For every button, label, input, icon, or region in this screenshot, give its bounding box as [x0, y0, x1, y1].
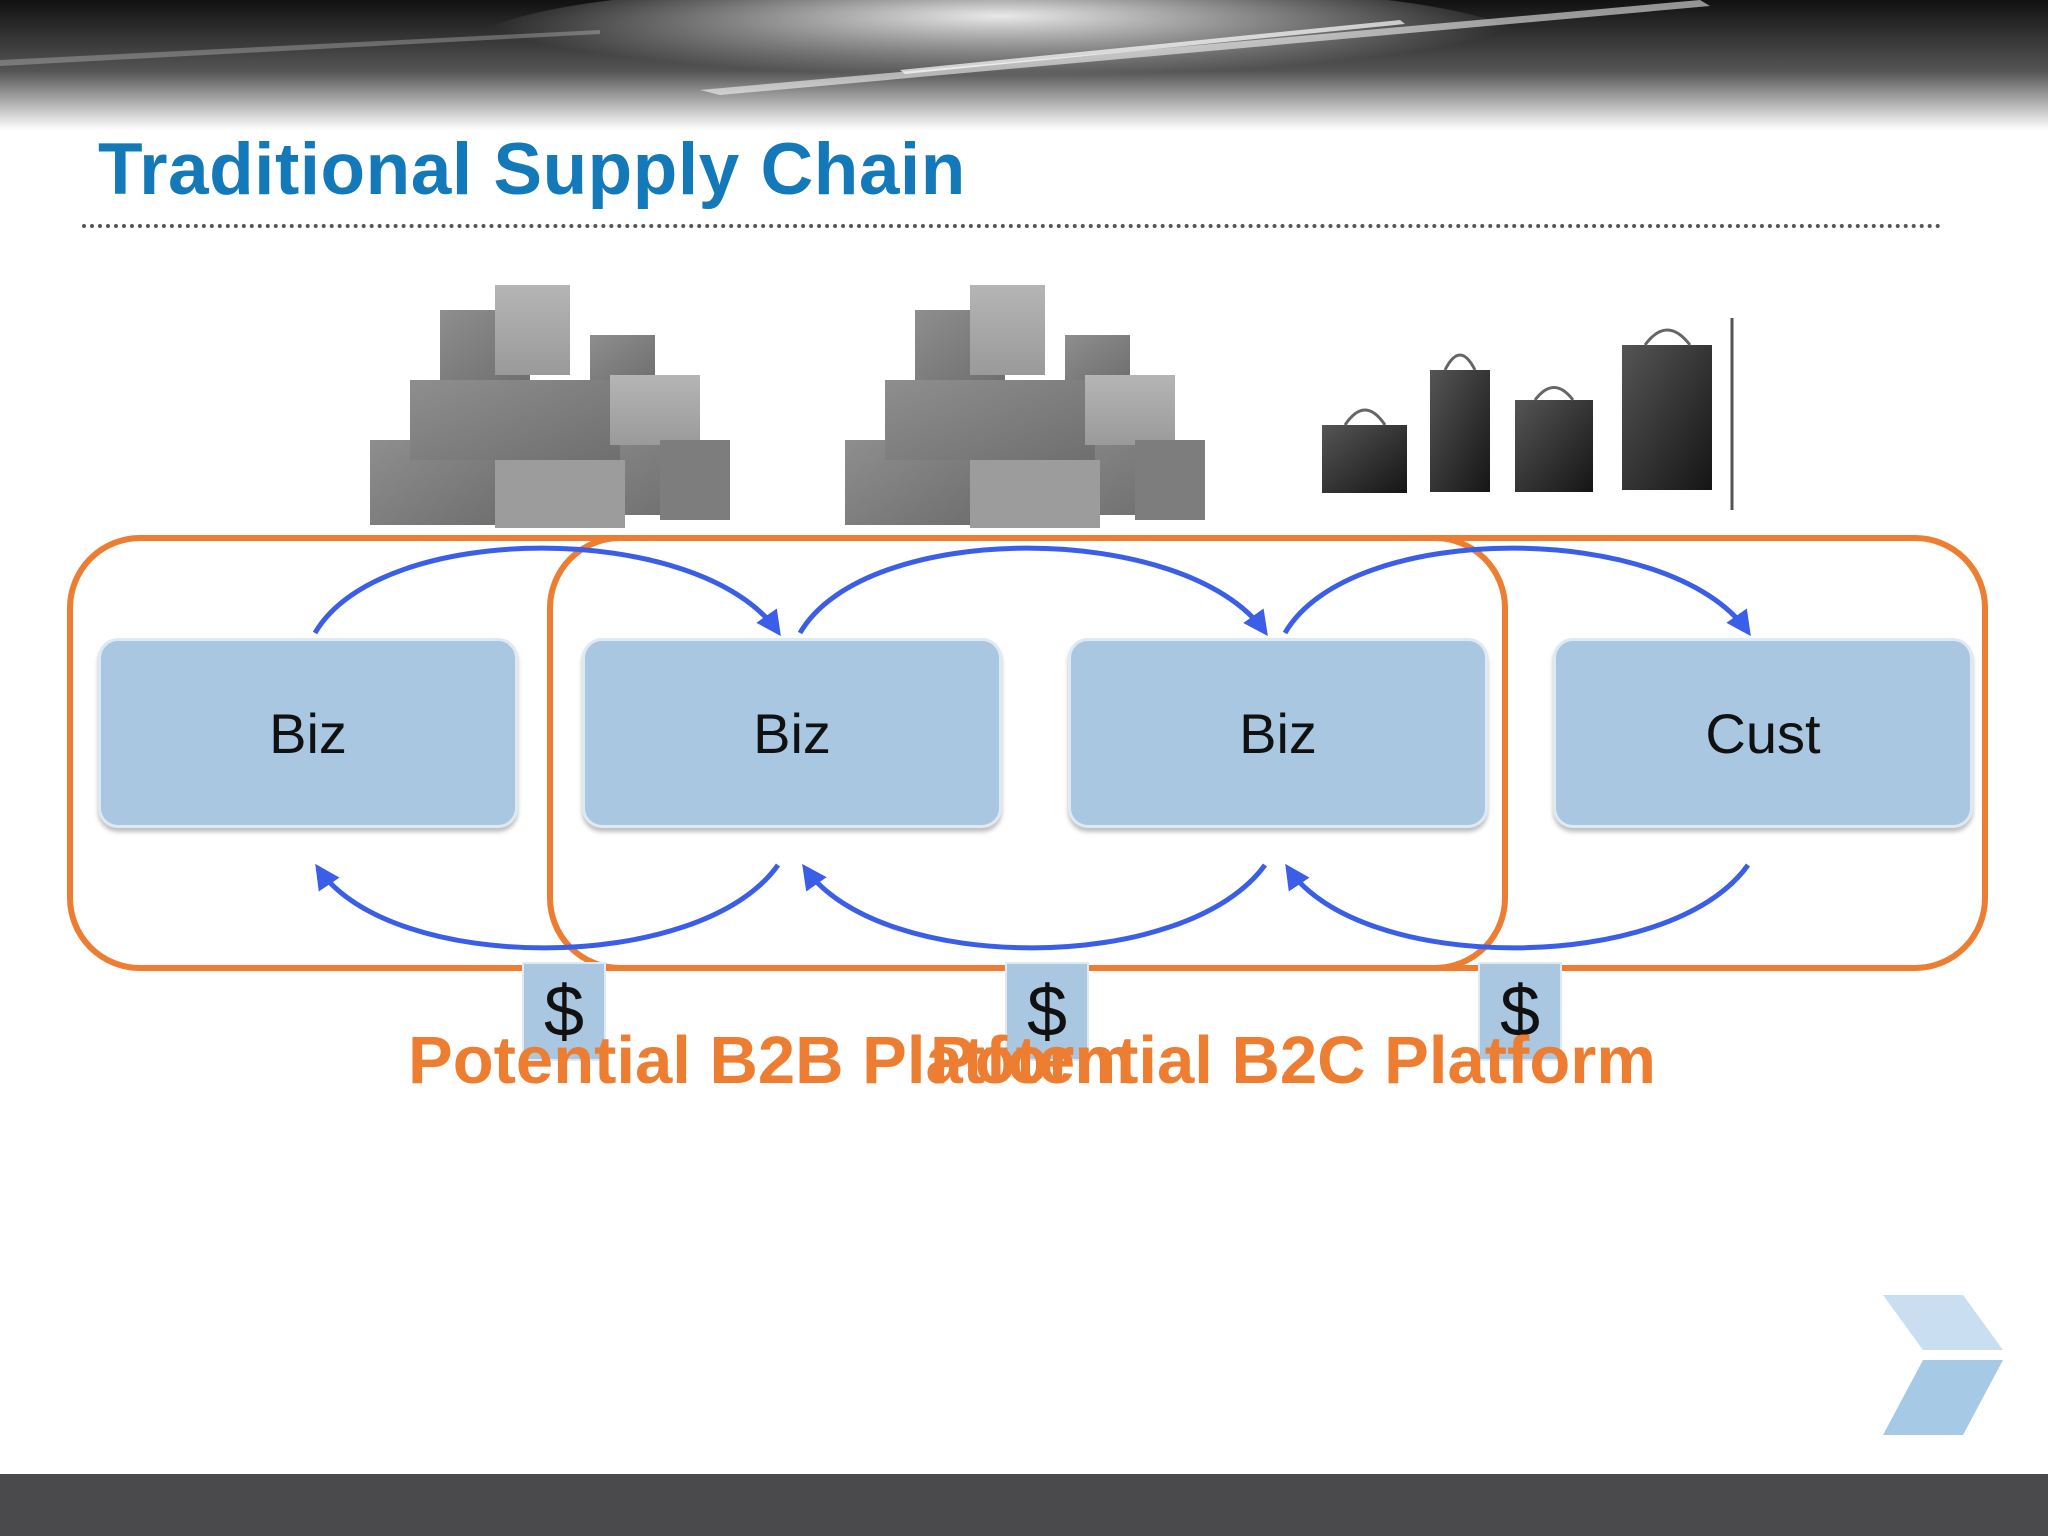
- goods-flow-arrow: [312, 545, 781, 637]
- b2c-platform-outline: [547, 535, 1988, 971]
- footer-bar: [0, 1474, 2048, 1536]
- header-banner: [0, 0, 2048, 130]
- b2c-platform-label: Potential B2C Platform: [930, 1023, 1656, 1098]
- money-flow-arrow: [1285, 863, 1751, 951]
- goods-flow-arrow: [797, 545, 1268, 637]
- boxes-image: [845, 285, 1205, 528]
- b2b-platform-label: Potential B2B Platform: [408, 1023, 1134, 1098]
- supply-chain-node-biz-3: Biz: [1068, 638, 1488, 828]
- supply-chain-node-biz-1: Biz: [98, 638, 518, 828]
- payment-marker: $: [522, 962, 606, 1061]
- money-flow-arrow: [802, 863, 1268, 951]
- goods-flow-arrow: [1282, 545, 1751, 637]
- supply-chain-node-biz-2: Biz: [582, 638, 1002, 828]
- boxes-image: [370, 285, 730, 528]
- money-flow-arrow: [315, 863, 781, 951]
- slide-title: Traditional Supply Chain: [98, 129, 966, 210]
- chevron-logo-icon: [1883, 1295, 2003, 1435]
- shopping-bags-image: [1322, 318, 1734, 510]
- supply-chain-node-customer: Cust: [1553, 638, 1973, 828]
- payment-marker: $: [1005, 962, 1089, 1061]
- title-divider: [82, 224, 1942, 228]
- payment-marker: $: [1478, 962, 1562, 1061]
